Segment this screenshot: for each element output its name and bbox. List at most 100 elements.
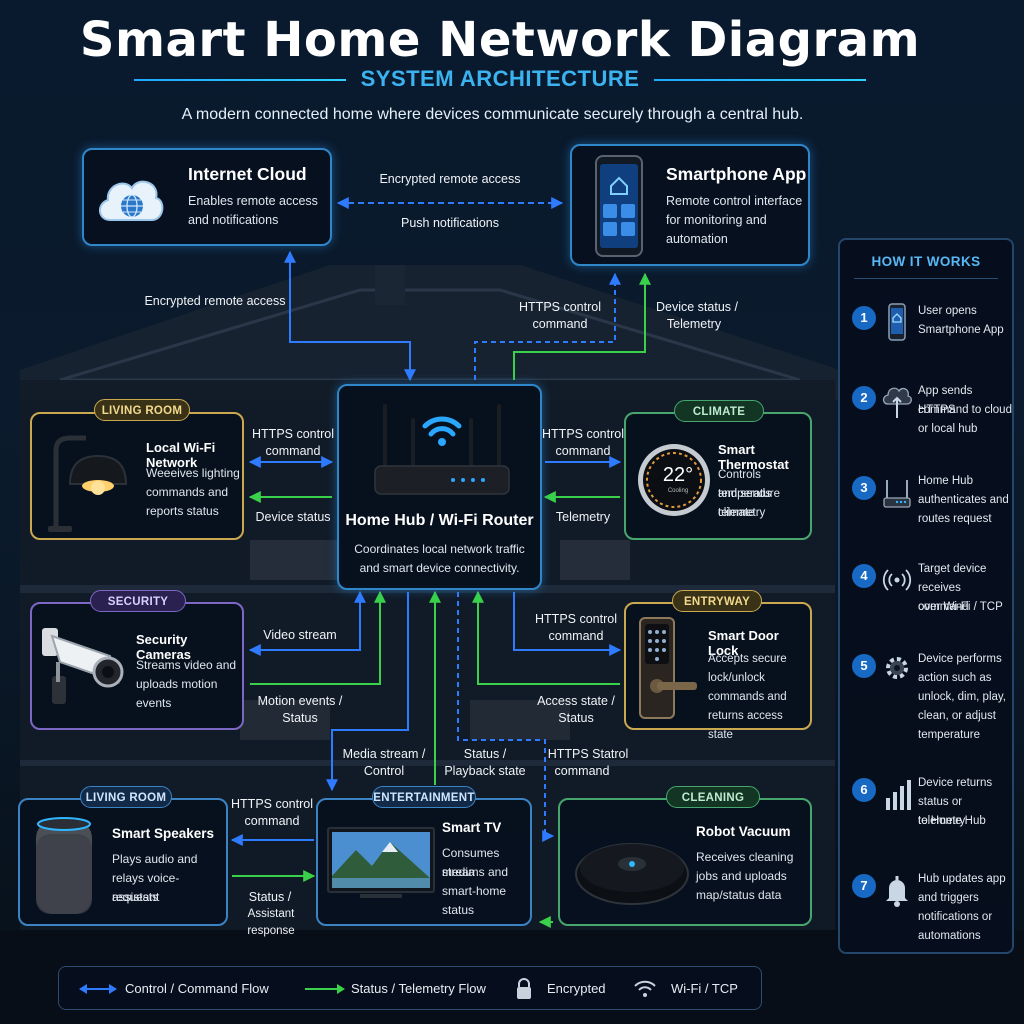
internet-cloud-card[interactable]: Internet Cloud Enables remote access and… xyxy=(82,148,332,246)
robot-vacuum-card[interactable]: Robot Vacuum Receives cleaning jobs and … xyxy=(558,798,812,926)
router-icon xyxy=(374,404,510,495)
step-1-number: 1 xyxy=(852,306,876,330)
legend-encrypted: Encrypted xyxy=(547,981,606,996)
thermostat-title: Smart Thermostat xyxy=(718,442,789,472)
step-6-text-3: to Home Hub xyxy=(918,815,986,827)
hub-desc-line-1: Coordinates local network traffic xyxy=(354,542,525,556)
step-4-text-3: over Wi-Fi / TCP xyxy=(918,601,1003,613)
flow-label-thermo-cmd-b: command xyxy=(555,444,611,458)
cameras-desc-line-2: uploads motion xyxy=(136,677,218,691)
flow-label-thermo-status: Telemetry xyxy=(555,510,611,524)
step-2-number: 2 xyxy=(852,386,876,410)
legend-status: Status / Telemetry Flow xyxy=(351,981,486,996)
flow-label-tv-status-a: Status / xyxy=(463,747,507,761)
flow-label-lock-cmd-a: HTTPS control xyxy=(535,612,617,626)
bar-chart-icon xyxy=(886,780,911,810)
speakers-desc-line-3: requests xyxy=(112,890,159,904)
flow-label-lock-status-b: Status xyxy=(558,711,594,725)
thermostat-desc-line-1: Controls temperature xyxy=(718,469,781,500)
smart-speakers-card[interactable]: Smart Speakers Plays audio and relays vo… xyxy=(18,798,228,926)
step-4-text-2: receives command xyxy=(918,582,969,613)
thermostat-card[interactable]: 22° Cooling Smart Thermostat Controls te… xyxy=(624,412,812,540)
subtitle-divider-left xyxy=(134,79,346,81)
smartphone-icon xyxy=(595,155,643,257)
lock-icon xyxy=(517,978,531,999)
flow-label-tv-media-a: Media stream / xyxy=(342,747,426,761)
flow-label-spk-status-b: Assistant response xyxy=(247,908,295,937)
door-lock-icon xyxy=(639,617,697,719)
flow-label-cloud-hub: Encrypted remote access xyxy=(144,294,286,308)
step-7-text-1: Hub updates app xyxy=(918,873,1006,885)
cloud-title: Internet Cloud xyxy=(188,164,307,184)
step-1: 1 User opens Smartphone App xyxy=(840,298,1016,378)
lighting-title: Local Wi-Fi Network xyxy=(146,440,216,470)
step-4-text-1: Target device xyxy=(918,563,987,575)
tv-desc-line-3: smart-home xyxy=(442,884,507,898)
cloud-icon xyxy=(99,180,164,221)
cameras-room-tag: SECURITY xyxy=(90,590,186,612)
flow-label-light-status: Device status xyxy=(255,510,331,524)
tv-desc-line-4: status xyxy=(442,903,475,917)
home-hub-card[interactable]: Home Hub / Wi-Fi Router Coordinates loca… xyxy=(337,384,542,590)
gear-icon xyxy=(886,657,908,679)
lock-desc-line-3: commands and xyxy=(708,691,787,703)
flow-label-cloud-phone-1: Encrypted remote access xyxy=(379,172,521,186)
smart-tv-card[interactable]: Smart TV Consumes media streams and smar… xyxy=(316,798,532,926)
thermostat-mode: Cooling xyxy=(667,488,689,494)
lighting-desc-line-1: Weeeives lighting xyxy=(146,466,240,480)
flow-label-vac-cmd-b: command xyxy=(554,764,610,778)
control-flow-arrow-icon xyxy=(79,984,117,994)
step-7-number: 7 xyxy=(852,874,876,898)
tv-room-tag: ENTERTAINMENT xyxy=(372,786,476,808)
smartphone-app-card[interactable]: Smartphone App Remote control interface … xyxy=(570,144,810,266)
flow-label-vac-cmd-a: HTTPS Statrol xyxy=(547,747,629,761)
vacuum-desc-line-2: jobs and uploads xyxy=(696,869,787,883)
hub-title: Home Hub / Wi-Fi Router xyxy=(345,512,534,529)
step-6-text-2: status or telemetry xyxy=(918,796,966,827)
step-3-text-1: Home Hub xyxy=(918,475,973,487)
phone-desc-line-3: automation xyxy=(666,232,728,246)
vacuum-desc-line-1: Receives cleaning xyxy=(696,850,794,864)
thermostat-icon xyxy=(638,444,710,516)
vacuum-title: Robot Vacuum xyxy=(696,824,791,839)
cameras-title: Security Cameras xyxy=(136,632,191,662)
door-lock-card[interactable]: Smart Door Lock Accepts secure lock/unlo… xyxy=(624,602,812,741)
step-5-text-4: clean, or adjust xyxy=(918,710,996,722)
flow-label-cam-video: Video stream xyxy=(263,628,337,642)
hub-desc-line-2: and smart device connectivity. xyxy=(359,561,520,575)
step-5-text-5: temperature xyxy=(918,729,981,741)
cloud-upload-icon xyxy=(882,387,912,418)
wifi-icon xyxy=(634,980,656,997)
legend-wifi: Wi-Fi / TCP xyxy=(671,981,738,996)
speakers-room-tag: LIVING ROOM xyxy=(80,786,172,808)
lock-desc-line-4: returns access state xyxy=(708,710,783,741)
flow-label-phone-hub-1b: command xyxy=(532,317,588,331)
flow-label-phone-hub-1a: HTTPS control xyxy=(519,300,601,314)
lamp-icon xyxy=(48,435,128,532)
step-6-text-1: Device returns xyxy=(918,777,993,789)
robot-vacuum-icon xyxy=(575,843,689,905)
step-5-text-2: action such as xyxy=(918,672,992,684)
phone-desc-line-1: Remote control interface xyxy=(666,194,803,208)
flow-label-phone-hub-2a: Device status / xyxy=(656,300,738,314)
flow-label-thermo-cmd-a: HTTPS control xyxy=(542,427,624,441)
security-cameras-card[interactable]: Security Cameras Streams video and uploa… xyxy=(30,602,244,730)
step-5-text-3: unlock, dim, play, xyxy=(918,691,1006,703)
step-7: 7 Hub updates app and triggers notificat… xyxy=(840,866,1016,946)
lock-title: Smart Door Lock xyxy=(708,628,779,658)
how-it-works-title: HOW IT WORKS xyxy=(871,254,981,269)
security-camera-icon xyxy=(42,628,124,704)
lock-room-tag: ENTRYWAY xyxy=(672,590,762,612)
lighting-card[interactable]: Local Wi-Fi Network Weeeives lighting co… xyxy=(30,412,244,540)
page-title: Smart Home Network Diagram xyxy=(79,12,921,68)
thermostat-temp: 22° xyxy=(662,464,694,486)
flow-label-cloud-phone-2: Push notifications xyxy=(401,216,499,230)
cloud-desc-line-2: and notifications xyxy=(188,213,279,227)
page-subtitle: SYSTEM ARCHITECTURE xyxy=(360,66,640,91)
subtitle-divider-right xyxy=(654,79,866,81)
vacuum-desc-line-3: map/status data xyxy=(696,888,782,902)
tv-desc-line-2: streams and xyxy=(442,865,509,879)
flow-label-lock-cmd-b: command xyxy=(548,629,604,643)
tv-title: Smart TV xyxy=(442,820,502,835)
step-4-number: 4 xyxy=(852,564,876,588)
